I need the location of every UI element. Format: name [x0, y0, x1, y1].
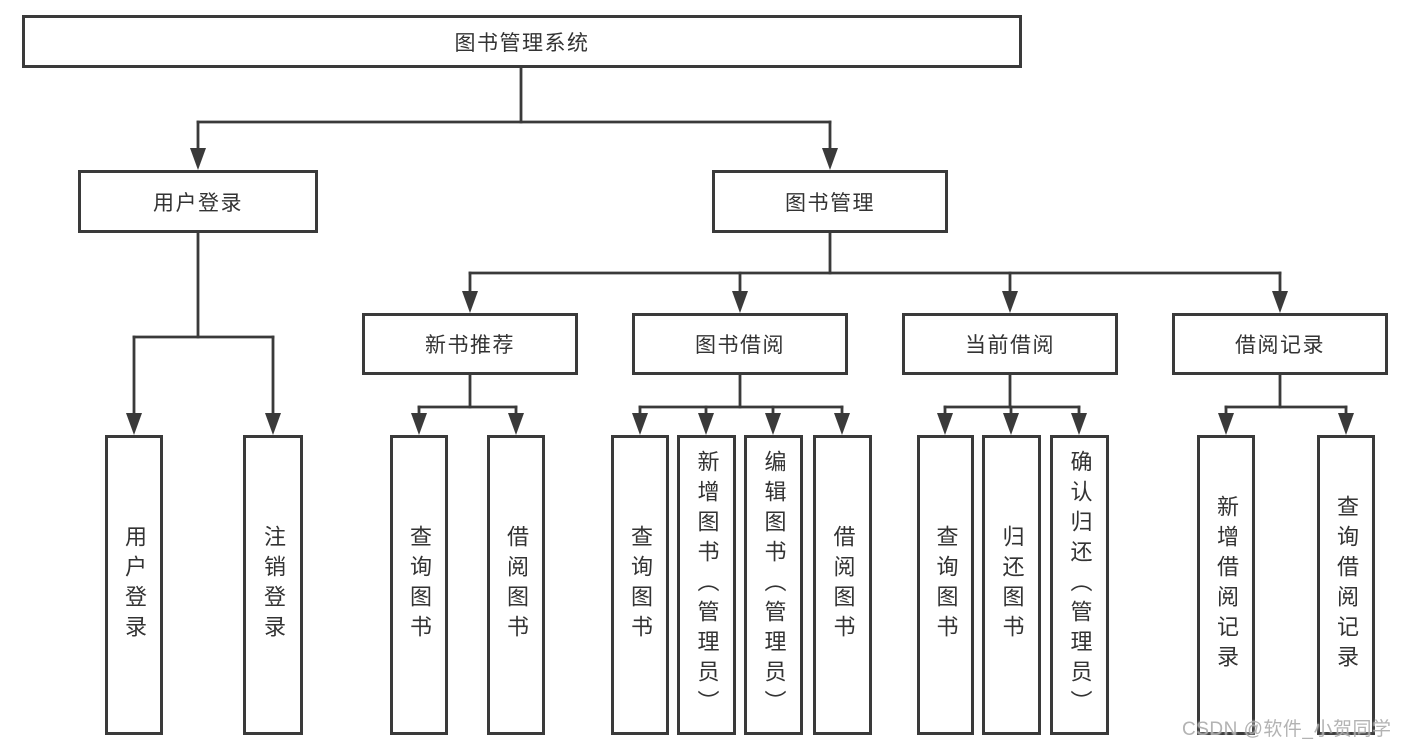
node-label: 注销登录 [261, 525, 286, 645]
node-borrow-records: 借阅记录 [1172, 313, 1388, 375]
node-label: 借阅图书 [830, 525, 856, 645]
node-book-management: 图书管理 [712, 170, 948, 233]
node-label: 编辑图书（管理员） [761, 450, 787, 720]
node-label: 图书借阅 [695, 334, 785, 357]
node-label: 新增图书（管理员） [694, 450, 720, 720]
node-label: 查询图书 [933, 525, 959, 645]
node-label: 确认归还（管理员） [1067, 450, 1093, 720]
leaf-query-books-current: 查询图书 [917, 435, 974, 735]
node-label: 用户登录 [122, 525, 147, 645]
node-label: 查询借阅记录 [1334, 495, 1359, 675]
leaf-add-borrow-record: 新增借阅记录 [1197, 435, 1255, 735]
node-book-management-system: 图书管理系统 [22, 15, 1022, 68]
leaf-logout: 注销登录 [243, 435, 303, 735]
node-new-book-recommend: 新书推荐 [362, 313, 578, 375]
node-label: 用户登录 [153, 191, 243, 215]
node-label: 借阅图书 [504, 525, 529, 645]
node-label: 当前借阅 [965, 334, 1055, 357]
leaf-query-books-borrow: 查询图书 [611, 435, 669, 735]
leaf-return-books: 归还图书 [982, 435, 1041, 735]
node-label: 图书管理 [785, 191, 875, 215]
leaf-borrow-books: 借阅图书 [813, 435, 872, 735]
node-label: 查询图书 [628, 525, 653, 645]
leaf-query-borrow-record: 查询借阅记录 [1317, 435, 1375, 735]
node-label: 借阅记录 [1235, 334, 1325, 357]
node-label: 归还图书 [999, 525, 1025, 645]
leaf-confirm-return-admin: 确认归还（管理员） [1050, 435, 1109, 735]
leaf-add-books-admin: 新增图书（管理员） [677, 435, 736, 735]
node-label: 新书推荐 [425, 334, 515, 357]
leaf-user-login: 用户登录 [105, 435, 163, 735]
csdn-watermark: CSDN @软件_小贺同学 [1182, 719, 1392, 740]
node-label: 查询图书 [407, 525, 432, 645]
leaf-borrow-books-recommend: 借阅图书 [487, 435, 545, 735]
node-label: 图书管理系统 [454, 31, 590, 55]
node-label: 新增借阅记录 [1214, 495, 1239, 675]
node-book-borrow: 图书借阅 [632, 313, 848, 375]
node-user-login: 用户登录 [78, 170, 318, 233]
leaf-query-books-recommend: 查询图书 [390, 435, 448, 735]
node-current-borrow: 当前借阅 [902, 313, 1118, 375]
leaf-edit-books-admin: 编辑图书（管理员） [744, 435, 803, 735]
